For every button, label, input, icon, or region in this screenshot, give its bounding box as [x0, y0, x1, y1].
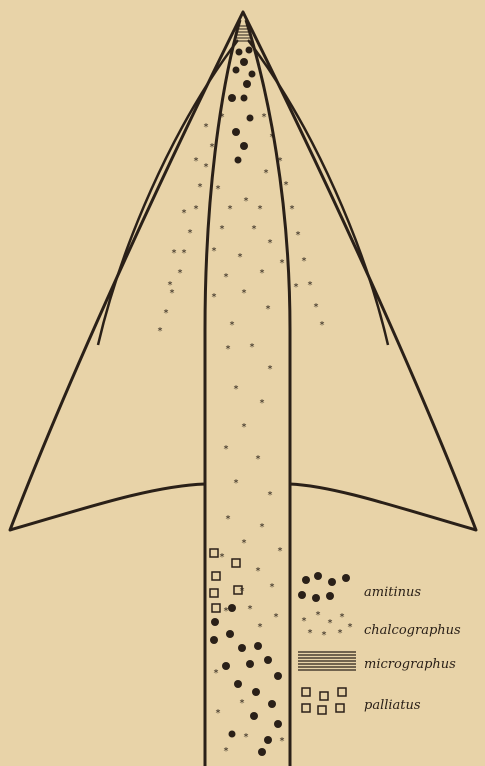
- svg-text:*: *: [168, 280, 173, 291]
- svg-text:*: *: [284, 180, 289, 191]
- svg-text:*: *: [268, 364, 273, 375]
- svg-text:*: *: [268, 490, 273, 501]
- svg-text:*: *: [220, 552, 225, 563]
- svg-text:*: *: [240, 698, 245, 709]
- svg-text:*: *: [328, 618, 333, 629]
- svg-text:*: *: [228, 204, 233, 215]
- legend-symbol-chalcographus: *** *** **: [302, 610, 353, 641]
- palliatus-markers: [210, 549, 242, 612]
- svg-text:*: *: [242, 538, 247, 549]
- svg-text:*: *: [270, 582, 275, 593]
- legend-label-micrographus: micrographus: [364, 657, 456, 672]
- svg-text:*: *: [322, 630, 327, 641]
- svg-text:*: *: [194, 204, 199, 215]
- svg-text:*: *: [302, 616, 307, 627]
- svg-text:*: *: [238, 252, 243, 263]
- svg-text:*: *: [280, 258, 285, 269]
- svg-text:*: *: [226, 514, 231, 525]
- svg-text:*: *: [266, 304, 271, 315]
- svg-text:*: *: [188, 228, 193, 239]
- svg-text:*: *: [258, 622, 263, 633]
- svg-text:*: *: [256, 566, 261, 577]
- svg-text:*: *: [258, 204, 263, 215]
- legend-label-amitinus: amitinus: [364, 585, 421, 600]
- svg-text:*: *: [270, 132, 275, 143]
- svg-text:*: *: [338, 628, 343, 639]
- svg-text:*: *: [224, 444, 229, 455]
- svg-text:*: *: [242, 288, 247, 299]
- svg-text:*: *: [340, 612, 345, 623]
- svg-text:*: *: [226, 344, 231, 355]
- svg-text:*: *: [296, 230, 301, 241]
- svg-text:*: *: [230, 320, 235, 331]
- svg-text:*: *: [242, 422, 247, 433]
- svg-text:*: *: [274, 612, 279, 623]
- svg-text:*: *: [212, 246, 217, 257]
- svg-text:*: *: [252, 224, 257, 235]
- svg-text:*: *: [256, 454, 261, 465]
- svg-text:*: *: [260, 522, 265, 533]
- svg-text:*: *: [294, 282, 299, 293]
- svg-text:*: *: [260, 268, 265, 279]
- legend-label-palliatus: palliatus: [364, 698, 421, 713]
- legend-label-chalcographus: chalcographus: [364, 623, 461, 638]
- svg-text:*: *: [268, 238, 273, 249]
- outer-outline: [10, 12, 476, 766]
- svg-text:*: *: [216, 708, 221, 719]
- svg-text:*: *: [308, 628, 313, 639]
- svg-text:*: *: [314, 302, 319, 313]
- svg-text:*: *: [320, 320, 325, 331]
- svg-text:*: *: [250, 342, 255, 353]
- legend-symbol-micrographus: [298, 652, 356, 670]
- center-strip-right: [246, 20, 290, 766]
- amitinus-markers: [210, 47, 282, 757]
- svg-text:*: *: [244, 196, 249, 207]
- svg-text:*: *: [224, 606, 229, 617]
- svg-text:*: *: [278, 156, 283, 167]
- svg-text:*: *: [316, 610, 321, 621]
- svg-text:*: *: [234, 478, 239, 489]
- svg-text:*: *: [194, 156, 199, 167]
- svg-text:*: *: [158, 326, 163, 337]
- svg-text:*: *: [204, 122, 209, 133]
- svg-text:*: *: [220, 224, 225, 235]
- svg-text:*: *: [204, 162, 209, 173]
- svg-text:*: *: [302, 256, 307, 267]
- svg-text:*: *: [260, 398, 265, 409]
- svg-text:*: *: [308, 280, 313, 291]
- legend: amitinus *** *** ** chalcographus microg…: [298, 572, 461, 714]
- legend-symbol-palliatus: [302, 688, 346, 714]
- svg-text:*: *: [244, 732, 249, 743]
- svg-text:*: *: [280, 736, 285, 747]
- svg-text:*: *: [198, 182, 203, 193]
- svg-text:*: *: [220, 112, 225, 123]
- svg-text:*: *: [212, 292, 217, 303]
- svg-text:*: *: [234, 384, 239, 395]
- chalcographus-markers: *** *** *** *** *** *** *** *** *** *** …: [158, 112, 325, 757]
- legend-symbol-amitinus: [298, 572, 350, 602]
- svg-text:*: *: [278, 546, 283, 557]
- svg-text:*: *: [348, 622, 353, 633]
- svg-text:*: *: [224, 272, 229, 283]
- inner-curve-right: [248, 40, 388, 345]
- svg-text:*: *: [164, 308, 169, 319]
- svg-text:*: *: [182, 208, 187, 219]
- svg-text:*: *: [248, 604, 253, 615]
- svg-text:*: *: [264, 168, 269, 179]
- svg-text:*: *: [290, 204, 295, 215]
- svg-text:*: *: [210, 142, 215, 153]
- svg-text:*: *: [172, 248, 177, 259]
- svg-text:*: *: [224, 746, 229, 757]
- svg-text:*: *: [178, 268, 183, 279]
- svg-text:*: *: [214, 668, 219, 679]
- svg-text:*: *: [182, 248, 187, 259]
- svg-text:*: *: [262, 112, 267, 123]
- svg-text:*: *: [216, 184, 221, 195]
